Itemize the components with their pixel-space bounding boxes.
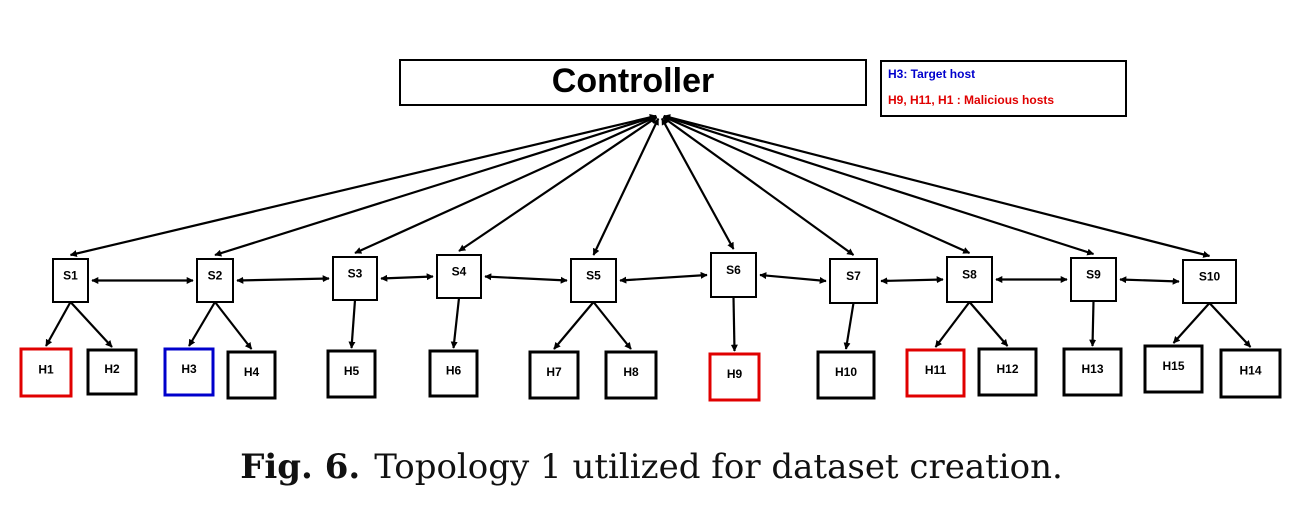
switch-link-s4-s5	[484, 273, 568, 284]
switch-label: S9	[1086, 268, 1101, 282]
host-label: H4	[244, 365, 260, 379]
figure-caption: Fig. 6. Topology 1 utilized for dataset c…	[0, 444, 1303, 490]
legend-box: H3: Target host H9, H11, H1 : Malicious …	[880, 60, 1127, 117]
host-link-h12	[968, 301, 1009, 347]
switch-link-s9-s10	[1119, 276, 1180, 285]
caption-text: Topology 1 utilized for dataset creation…	[374, 447, 1063, 487]
host-label: H3	[181, 362, 197, 376]
host-link-h3	[188, 301, 216, 347]
host-h1: H1	[19, 347, 73, 398]
host-label: H10	[835, 365, 857, 379]
host-h15: H15	[1143, 344, 1204, 394]
host-link-h14	[1208, 302, 1252, 348]
host-label: H5	[344, 364, 360, 378]
switch-label: S6	[726, 263, 741, 277]
controller-link-s5	[592, 117, 660, 256]
controller-link-s6	[660, 117, 735, 250]
host-link-h10	[843, 302, 855, 350]
host-label: H9	[727, 367, 743, 381]
host-link-h7	[553, 301, 595, 350]
host-h11: H11	[905, 348, 966, 398]
host-label: H6	[446, 364, 462, 378]
host-h13: H13	[1062, 347, 1123, 397]
controller-link-s8	[663, 115, 971, 255]
switch-label: S7	[846, 269, 861, 283]
legend-target-text: H3: Target host	[888, 67, 975, 81]
host-h9: H9	[708, 352, 761, 402]
switch-s2: S2	[196, 258, 234, 303]
host-link-h1	[45, 301, 72, 347]
switch-s4: S4	[436, 254, 482, 299]
controller-link-s7	[662, 116, 855, 256]
legend-malicious-text: H9, H11, H1 : Malicious hosts	[888, 93, 1054, 107]
links-layer	[45, 113, 1252, 352]
switch-s5: S5	[570, 258, 617, 303]
switch-link-s3-s4	[380, 273, 434, 282]
switch-label: S5	[586, 269, 601, 283]
host-h14: H14	[1219, 348, 1282, 399]
host-h5: H5	[326, 349, 377, 399]
host-label: H15	[1162, 359, 1184, 373]
controller-link-s1	[69, 113, 657, 257]
host-link-h13	[1089, 300, 1097, 347]
switch-label: S8	[962, 268, 977, 282]
controller-link-s9	[663, 114, 1095, 256]
host-label: H1	[38, 363, 54, 377]
controller-link-s10	[663, 114, 1211, 258]
switch-s8: S8	[946, 256, 993, 303]
host-h7: H7	[528, 350, 580, 400]
caption-label: Fig. 6.	[240, 447, 361, 487]
switch-s6: S6	[710, 252, 757, 298]
switch-label: S10	[1199, 270, 1221, 284]
host-h4: H4	[226, 350, 277, 400]
host-link-h8	[592, 301, 632, 350]
host-link-h11	[934, 301, 971, 348]
host-label: H11	[925, 363, 947, 377]
controller-node: Controller	[399, 59, 867, 106]
switch-label: S1	[63, 269, 78, 283]
controller-label: Controller	[552, 62, 714, 100]
controller-link-s2	[214, 114, 657, 257]
switch-link-s5-s6	[619, 271, 708, 284]
host-label: H7	[546, 365, 562, 379]
switch-s9: S9	[1070, 257, 1117, 302]
host-link-h4	[214, 301, 253, 350]
switch-label: S4	[452, 265, 467, 279]
switch-s1: S1	[52, 258, 89, 303]
switch-label: S2	[208, 269, 223, 283]
host-link-h9	[730, 296, 738, 352]
switch-s10: S10	[1182, 259, 1237, 304]
switch-link-s6-s7	[759, 272, 827, 284]
host-label: H8	[623, 365, 639, 379]
host-label: H13	[1081, 362, 1103, 376]
switch-link-s2-s3	[236, 275, 330, 284]
host-h10: H10	[816, 350, 876, 400]
host-link-h2	[69, 301, 113, 348]
switch-label: S3	[348, 267, 363, 281]
host-link-h6	[450, 297, 461, 349]
switch-link-s7-s8	[880, 276, 944, 285]
controller-link-s3	[354, 115, 657, 255]
switch-s7: S7	[829, 258, 878, 304]
host-h6: H6	[428, 349, 479, 398]
host-link-h15	[1172, 302, 1211, 344]
host-h12: H12	[977, 347, 1038, 397]
host-h8: H8	[604, 350, 658, 400]
host-label: H2	[104, 362, 120, 376]
host-h2: H2	[86, 348, 138, 396]
host-h3: H3	[163, 347, 215, 397]
host-label: H14	[1239, 364, 1261, 378]
switch-s3: S3	[332, 256, 378, 301]
host-label: H12	[996, 362, 1018, 376]
host-link-h5	[348, 299, 357, 349]
